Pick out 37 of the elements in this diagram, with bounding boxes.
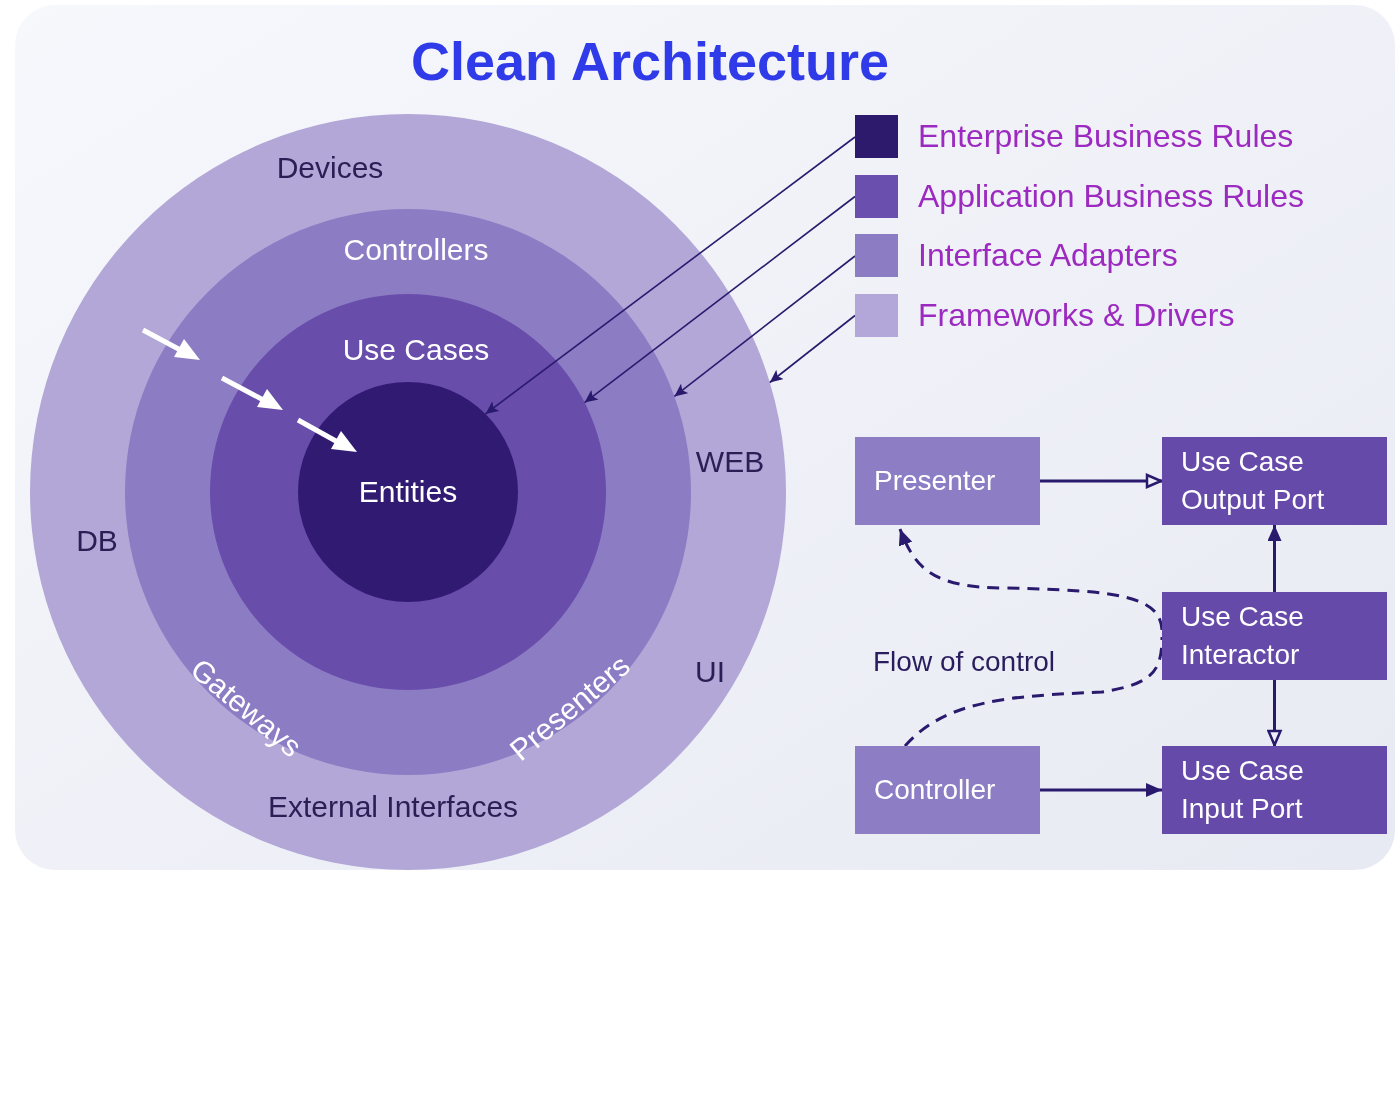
legend-label: Application Business Rules <box>918 179 1304 212</box>
legend-label: Frameworks & Drivers <box>918 298 1235 331</box>
arrow <box>1267 525 1282 592</box>
arrow <box>1040 783 1162 797</box>
layer-label: Devices <box>276 153 384 183</box>
legend-label: Enterprise Business Rules <box>918 120 1294 152</box>
box-label: Use Case Interactor <box>1181 600 1305 672</box>
legend-label: Interface Adapters <box>918 239 1178 271</box>
layer-label: DB <box>76 526 118 556</box>
legend-swatch <box>855 293 898 337</box>
box-label: Controller <box>874 773 997 807</box>
component-box <box>1162 437 1387 525</box>
layer-label: Use Cases <box>342 335 490 365</box>
component-box <box>855 746 1040 834</box>
layer-label: UI <box>695 657 725 687</box>
arrow <box>769 314 856 384</box>
arrow <box>484 136 856 415</box>
box-label: Presenter <box>874 464 997 498</box>
title: Clean Architecture <box>409 30 891 93</box>
arrow <box>1040 473 1163 489</box>
arrow <box>673 255 856 398</box>
dashed-arrow <box>898 528 1164 631</box>
legend-swatch <box>855 234 898 277</box>
box-label: Use Case Input Port <box>1181 754 1305 826</box>
legend-swatch <box>855 174 898 218</box>
flow-label: Flow of control <box>873 648 1056 676</box>
legend-swatch <box>855 115 898 158</box>
layer-label: Controllers <box>343 235 489 265</box>
layer-label: WEB <box>695 447 765 477</box>
layer-label: Entities <box>358 477 458 507</box>
component-box <box>1162 746 1387 834</box>
layer-label: External Interfaces <box>267 792 519 822</box>
arrow <box>583 195 856 404</box>
arrow <box>1267 680 1282 747</box>
box-label: Use Case Output Port <box>1181 445 1326 517</box>
component-box <box>855 437 1040 525</box>
component-box <box>1162 592 1387 680</box>
